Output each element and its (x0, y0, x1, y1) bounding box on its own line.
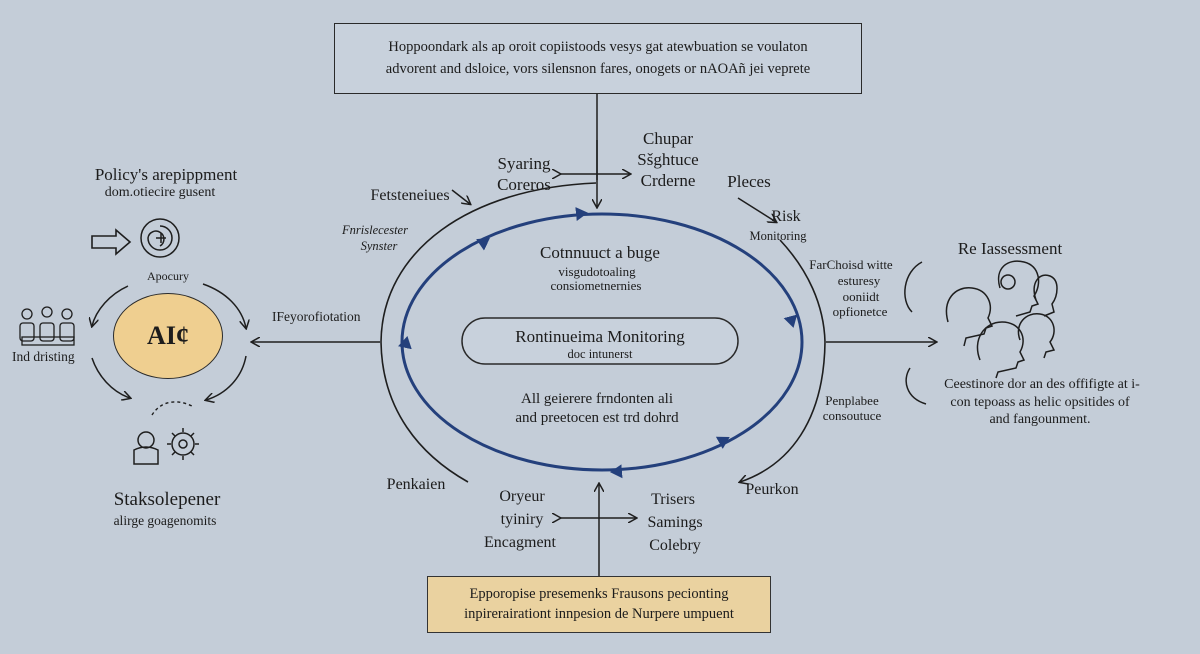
cycle-center-sub-1: visgudotoaling (558, 264, 636, 279)
reassessment-line-1: Ceestinore dor an des offifigte at i- (944, 377, 1140, 392)
reassessment-title: Re Iassessment (957, 239, 1063, 258)
stakeholder-subtitle: alirge goagenomits (113, 513, 217, 528)
label-oryeur: Oryeur (499, 488, 545, 505)
label-chupar: Chupar (642, 129, 694, 148)
label-fnrislecester: Fnrislecester (342, 223, 408, 237)
label-colebry: Colebry (649, 537, 701, 554)
reassessment-line-2: con tepoass as helic opsitides of (950, 395, 1130, 410)
label-syaring: Syaring (497, 154, 551, 173)
stakeholder-title: Staksolepener (113, 489, 221, 510)
label-crderne: Crderne (640, 171, 696, 190)
label-risk: Risk (771, 208, 801, 225)
label-encagment: Encagment (484, 534, 556, 551)
people-group-icon (19, 306, 75, 346)
ai-label: AI¢ (147, 321, 189, 350)
label-samings: Samings (647, 514, 703, 531)
outer-arc-upper-left (380, 182, 597, 343)
label-penplabee: Penplabee (825, 393, 879, 408)
cycle-center-sub-2: consiometnernies (550, 278, 642, 293)
top-box-line-1: Hoppoondark als ap oroit copiistoods ves… (388, 39, 808, 56)
heads-profile-icon (945, 260, 1058, 379)
label-farchoisd-4: opfionetce (832, 304, 888, 319)
spiral-target-icon (140, 218, 180, 258)
cycle-below-line-2: and preetocen est trd dohrd (515, 410, 679, 426)
label-coreros: Coreros (497, 175, 551, 194)
label-tyiniry: tyiniry (500, 511, 544, 528)
label-peurkon: Peurkon (745, 481, 799, 498)
top-description-box: Hoppoondark als ap oroit copiistoods ves… (334, 23, 862, 94)
label-fetsteneiues: Fetsteneiues (370, 187, 450, 204)
policy-subtitle: dom.otiecire gusent (104, 185, 216, 200)
top-box-line-2: advorent and dsloice, vors silensnon far… (385, 60, 811, 77)
cycle-below-line-1: All geierere frndonten ali (520, 391, 674, 407)
policy-title: Policy's arepippment (94, 165, 238, 184)
bottom-box-line-2: inpirerairationt innpesion de Nurpere um… (464, 605, 734, 622)
monitoring-pill-sub: doc intunerst (567, 347, 633, 361)
label-sshtuce: Sšghtuce (637, 150, 699, 169)
ai-node: AI¢ (113, 293, 223, 379)
label-penkaien: Penkaien (386, 476, 446, 493)
label-synster: Synster (360, 239, 398, 253)
label-consoutuce: consoutuce (822, 408, 882, 423)
label-pleces: Pleces (727, 172, 771, 191)
outer-arc-lower-right (740, 341, 826, 482)
label-trisers: Trisers (651, 491, 695, 508)
bottom-box-line-1: Epporopise presemenks Frausons peciontin… (469, 586, 729, 603)
outer-arc-lower-left (380, 341, 469, 483)
monitoring-pill-bg (461, 317, 739, 365)
outer-arc-upper-right (779, 239, 826, 343)
cycle-arrow-left (398, 336, 412, 350)
reassessment-line-3: and fangounment. (989, 412, 1091, 427)
label-monitoring: Monitoring (749, 229, 807, 243)
bottom-description-box: Epporopise presemenks Frausons peciontin… (427, 576, 771, 633)
label-farchoisd-1: FarChoisd witte (809, 257, 893, 272)
label-farchoisd-3: ooniidt (842, 289, 880, 304)
outline-arrow-icon (91, 228, 132, 256)
monitoring-pill-title: Rontinueima Monitoring (515, 327, 685, 346)
cycle-center-title: Cotnnuuct a buge (540, 243, 660, 262)
apocury-label: Apocury (147, 269, 189, 283)
connector-label-left: IFeyorofiotation (272, 309, 361, 324)
ind-drisitng-label: Ind dristing (12, 349, 75, 364)
label-farchoisd-2: esturesy (837, 273, 881, 288)
stakeholder-gear-icon (133, 428, 199, 465)
